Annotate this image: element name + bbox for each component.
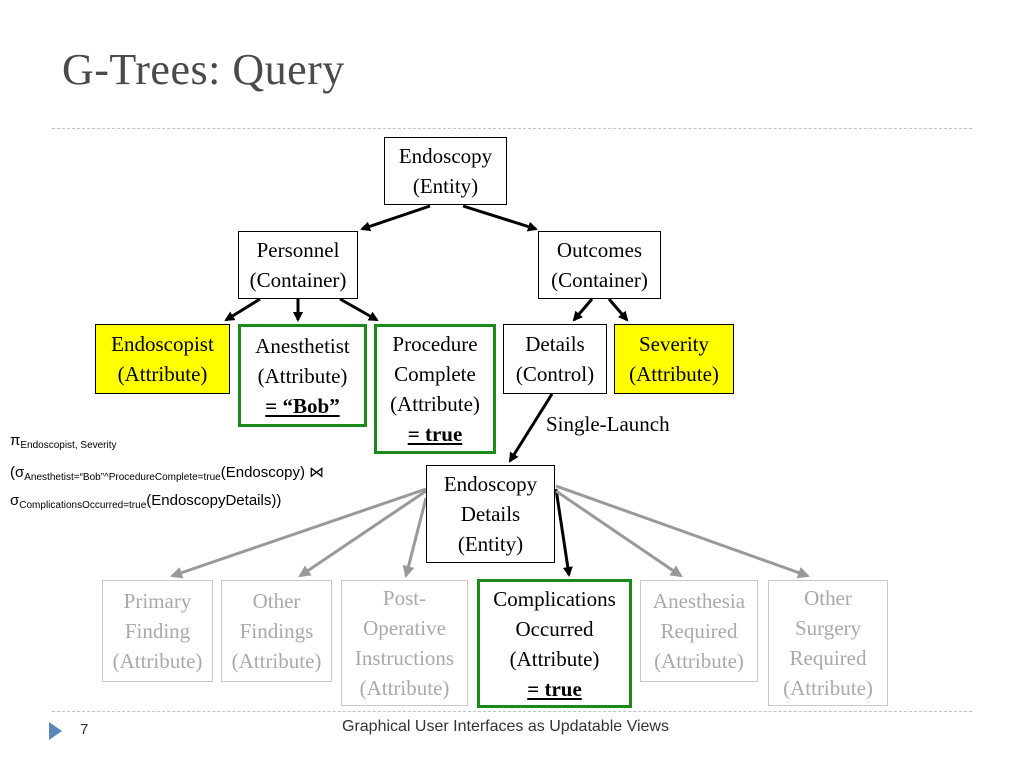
edge-outcomes-details — [572, 298, 594, 322]
edge-endoscopy-details-other-findings — [298, 489, 427, 578]
node-outcomes-container: Outcomes (Container) — [538, 231, 661, 299]
node-personnel-container: Personnel (Container) — [238, 231, 358, 299]
single-launch-label: Single-Launch — [546, 412, 670, 436]
formula-selection-2: σComplicationsOccurred=true(EndoscopyDet… — [10, 492, 282, 511]
anesthetist-condition: = “Bob” — [265, 393, 340, 418]
edge-endoscopy-details-primary — [170, 487, 427, 579]
node-primary-finding-attribute: Primary Finding (Attribute) — [102, 580, 213, 682]
node-anesthetist-attribute: Anesthetist (Attribute) = “Bob” — [238, 324, 367, 427]
node-procedure-complete-attribute: Procedure Complete (Attribute) = true — [374, 324, 496, 454]
node-details-control: Details (Control) — [503, 324, 607, 394]
edge-personnel-endoscopist — [224, 297, 261, 322]
node-endoscopy-details-entity: Endoscopy Details (Entity) — [426, 465, 555, 563]
node-endoscopist-attribute: Endoscopist (Attribute) — [95, 324, 230, 394]
node-anesthesia-required-attribute: Anesthesia Required (Attribute) — [640, 580, 758, 682]
procedure-complete-condition: = true — [407, 422, 463, 446]
query-formula: πEndoscopist, Severity (σAnesthetist=“Bo… — [10, 427, 324, 519]
edge-endoscopy-personnel — [360, 204, 431, 232]
node-endoscopy-entity: Endoscopy (Entity) — [384, 137, 507, 205]
edge-personnel-procedure — [339, 297, 379, 322]
edge-endoscopy-details-anesthesia — [555, 489, 683, 578]
top-divider — [52, 128, 972, 129]
node-severity-attribute: Severity (Attribute) — [614, 324, 734, 394]
formula-projection: πEndoscopist, Severity — [10, 432, 117, 451]
bottom-divider — [52, 711, 972, 712]
node-complications-occurred-attribute: Complications Occurred (Attribute) = tru… — [477, 579, 632, 708]
node-other-findings-attribute: Other Findings (Attribute) — [221, 580, 332, 682]
join-symbol: ⋈ — [309, 464, 325, 481]
node-other-surgery-required-attribute: Other Surgery Required (Attribute) — [768, 580, 888, 706]
edge-endoscopy-details-other-surgery — [555, 484, 810, 579]
node-post-operative-instructions-attribute: Post- Operative Instructions (Attribute) — [341, 580, 468, 706]
edge-endoscopy-outcomes — [462, 204, 538, 232]
formula-selection-1: (σAnesthetist=“Bob”^ProcedureComplete=tr… — [10, 464, 325, 483]
edge-endoscopy-details-complications — [554, 488, 573, 577]
edge-details-endoscopy-details — [508, 393, 554, 463]
slide-title: G-Trees: Query — [62, 45, 345, 94]
footer-triangle-icon — [49, 722, 62, 740]
complications-condition: = true — [527, 676, 582, 701]
edge-endoscopy-details-post-operative — [402, 497, 428, 578]
edge-outcomes-severity — [607, 298, 629, 322]
page-number: 7 — [80, 721, 89, 738]
footer-title: Graphical User Interfaces as Updatable V… — [342, 718, 669, 735]
